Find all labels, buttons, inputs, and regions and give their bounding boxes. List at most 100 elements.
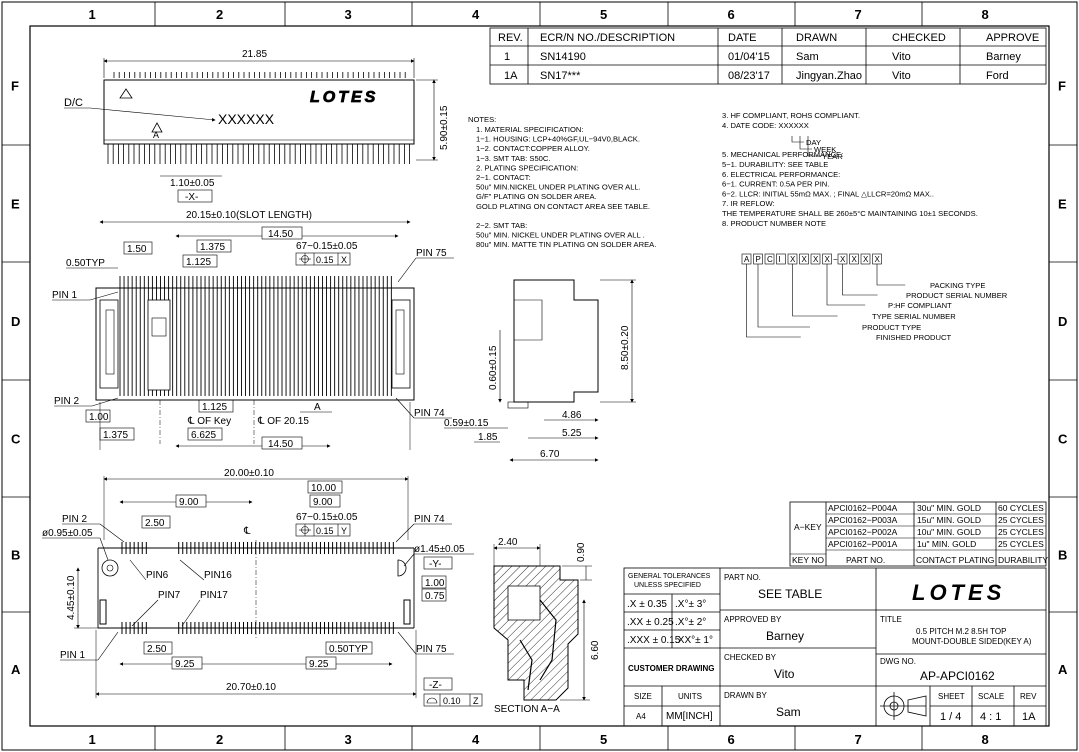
- section-view: 2.40 0.90 6.60 SECTION A−A: [493, 537, 601, 715]
- sheet-value: 1 / 4: [940, 711, 961, 723]
- position-datum-bottom: Y: [341, 526, 347, 536]
- note-line: 6−1. CURRENT: 0.5A PER PIN.: [722, 180, 829, 189]
- datum-x-label: -X-: [185, 192, 198, 203]
- key-part-no: APCI0162−P004A: [828, 503, 898, 513]
- note-line: 8. PRODUCT NUMBER NOTE: [722, 219, 826, 228]
- legend-text: PRODUCT TYPE: [862, 323, 921, 332]
- part-box-char: X: [790, 255, 796, 264]
- title-line-2: MOUNT-DOUBLE SIDED(KEY A): [912, 637, 1032, 646]
- section-0-90: 0.90: [576, 542, 587, 562]
- part-box: [799, 253, 809, 265]
- pin-2-label: PIN 2: [54, 396, 79, 407]
- note-line: 5. MECHANICAL PERFORMANCE:: [722, 150, 843, 159]
- side-486-dim: 4.86: [562, 410, 582, 421]
- flatness-tolerance: 0.10: [443, 696, 461, 706]
- key-durability: 25 CYCLES: [998, 539, 1044, 549]
- approved-label: APPROVED BY: [724, 615, 782, 624]
- zone-row-label: A: [1058, 662, 1068, 677]
- legend-text: PRODUCT SERIAL NUMBER: [906, 291, 1008, 300]
- part-box-char: A: [744, 255, 750, 264]
- date-code-mark: XXXXXX: [218, 111, 275, 127]
- part-box: [810, 253, 821, 265]
- note-line: 2−1. CONTACT:: [476, 173, 531, 182]
- zone-col-label: 4: [472, 732, 480, 747]
- key-durability: 25 CYCLES: [998, 527, 1044, 537]
- dim-1-125-bot: 1.125: [202, 402, 227, 413]
- rev-cell: Vito: [892, 51, 911, 63]
- side-view: 8.50±0.20 0.60±0.15 0.59±0.15 4.86 5.25 …: [444, 279, 636, 462]
- scale-label: SCALE: [978, 692, 1004, 701]
- zone-row-label: B: [11, 548, 20, 563]
- units-label: UNITS: [678, 692, 702, 701]
- part-box: [764, 253, 775, 265]
- key-part-no: APCI0162−P002A: [828, 527, 898, 537]
- position-tolerance: 0.15: [316, 255, 334, 265]
- note-line: 5−1. DURABILITY: SEE TABLE: [722, 160, 828, 169]
- projection-symbol-icon: [880, 692, 927, 720]
- smt-tab: [403, 599, 411, 625]
- rev-cell: Jingyan.Zhao: [796, 70, 862, 82]
- rev-cell: 01/04'15: [728, 51, 770, 63]
- front-view: 20.15±0.10(SLOT LENGTH) 14.50 1.50 1.375…: [52, 210, 454, 450]
- zone-col-label: 3: [345, 7, 352, 22]
- side-670-dim: 6.70: [540, 449, 560, 460]
- zone-col-label: 7: [855, 732, 862, 747]
- key-durability: 60 CYCLES: [998, 503, 1044, 513]
- pin-1-bottom: PIN 1: [60, 650, 85, 661]
- top-offset-dim: 1.10±0.05: [170, 178, 215, 189]
- slot-length-dim: 20.15±0.10(SLOT LENGTH): [186, 210, 312, 221]
- date-week: WEEK: [814, 145, 836, 154]
- note-line: G/F" PLATING ON SOLDER AREA.: [476, 192, 597, 201]
- zone-row-label: D: [11, 314, 20, 329]
- dim-1-125-top: 1.125: [186, 257, 211, 268]
- zone-col-label: 7: [855, 7, 862, 22]
- checked-label: CHECKED BY: [724, 653, 777, 662]
- size-value: A4: [636, 712, 646, 721]
- part-box-char: X: [840, 255, 846, 264]
- title-line-1: 0.5 PITCH M.2 8.5H TOP: [916, 627, 1006, 636]
- zone-col-label: 6: [728, 732, 735, 747]
- tol-angular: .X°± 3°: [675, 599, 706, 610]
- part-box-char: X: [813, 255, 819, 264]
- tol-linear: .X ± 0.35: [627, 599, 667, 610]
- center-centerline: ℄ OF 20.15: [257, 416, 309, 427]
- legend-leader: [842, 264, 878, 296]
- title-brand: LOTES: [912, 580, 1005, 605]
- dim-20-70: 20.70±0.10: [226, 682, 276, 693]
- dim-1-50: 1.50: [127, 244, 147, 255]
- top-view: 21.85 A D/C XXXXXX LOTES 5.90±0.15 1.10±…: [64, 49, 450, 203]
- sheet-label: SHEET: [938, 692, 965, 701]
- legend-leader: [792, 264, 838, 317]
- rev-header: DRAWN: [796, 32, 837, 44]
- dim-9-25-left: 9.25: [175, 659, 195, 670]
- dwg-value: AP-APCI0162: [920, 669, 995, 683]
- zone-row-label: C: [11, 432, 21, 447]
- dim-10-00: 10.00: [311, 483, 336, 494]
- units-value: MM[INCH]: [666, 711, 713, 722]
- rev-cell: SN14190: [540, 51, 586, 63]
- zone-col-label: 6: [728, 7, 735, 22]
- zone-row-label: F: [11, 79, 19, 94]
- flatness-datum: Z: [473, 696, 479, 706]
- side-059-dim: 0.59±0.15: [444, 418, 489, 429]
- dim-4-45: 4.45±0.10: [66, 575, 77, 620]
- a-key-label: A−KEY: [794, 522, 822, 532]
- zone-col-label: 8: [982, 7, 989, 22]
- legend-leader: [826, 264, 866, 306]
- zone-row-label: C: [1058, 432, 1068, 447]
- position-datum: X: [341, 255, 347, 265]
- dim-9-00-left: 9.00: [179, 497, 199, 508]
- dim-0-75: 0.75: [425, 591, 445, 602]
- zone-col-label: 5: [600, 732, 607, 747]
- notes-block: NOTES: 1. MATERIAL SPECIFICATION: 1−1. H…: [468, 111, 1008, 342]
- rev-header: DATE: [728, 32, 757, 44]
- pin-1-label: PIN 1: [52, 290, 77, 301]
- dim-1-375-bot: 1.375: [103, 430, 128, 441]
- key-durability: 25 CYCLES: [998, 515, 1044, 525]
- side-060-dim: 0.60±0.15: [488, 345, 499, 390]
- dim-14-50-top: 14.50: [268, 229, 293, 240]
